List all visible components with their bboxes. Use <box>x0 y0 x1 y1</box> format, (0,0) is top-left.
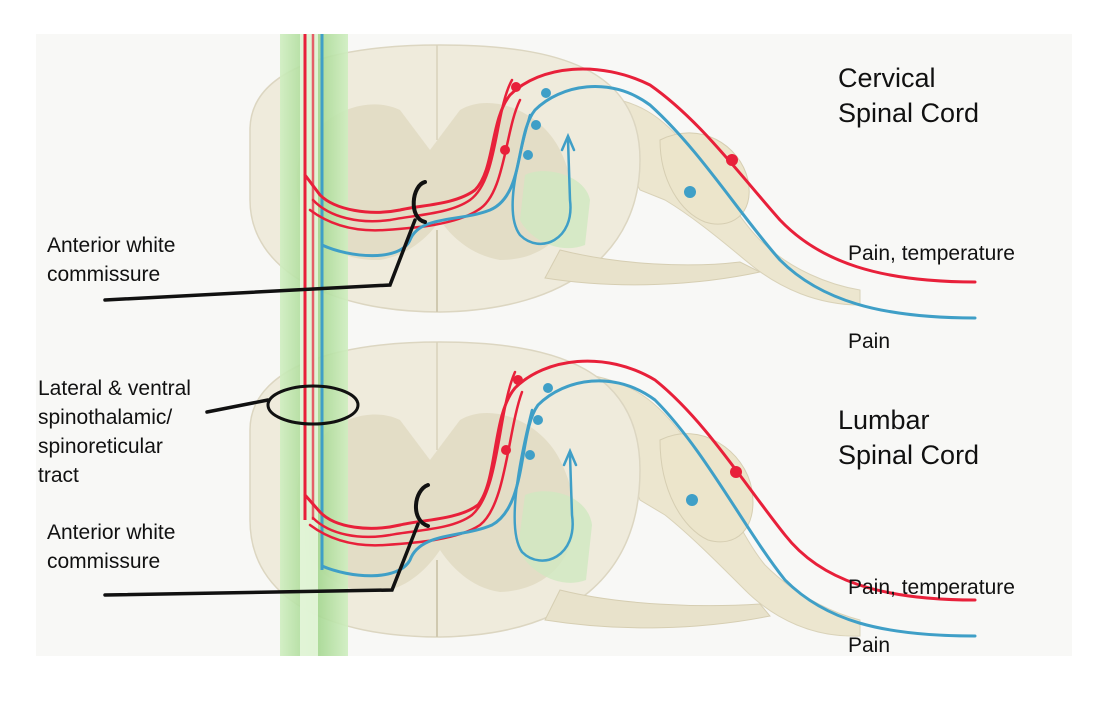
cervical-red-synapse-2 <box>500 145 510 155</box>
cervical-blue-loop <box>511 113 572 246</box>
cervical-fibers <box>303 67 977 320</box>
cervical-blue-arrow <box>560 132 576 152</box>
cervical-dorsal-root-ganglion <box>659 132 750 225</box>
upper-commissure-line2: commissure <box>47 263 161 286</box>
lumbar-ventral-root <box>544 589 771 629</box>
lumbar-red-fiber-1 <box>303 359 977 602</box>
lumbar-blue-arrow <box>562 447 578 467</box>
lumbar-title-line1: Lumbar <box>838 405 930 435</box>
tract-line3: spinoreticular <box>38 435 163 458</box>
cervical-blue-fiber <box>320 85 977 320</box>
ascending-tract-column <box>280 34 348 656</box>
lumbar-title-line2: Spinal Cord <box>838 440 980 470</box>
cervical-blue-synapse-3 <box>523 150 533 160</box>
cervical-red-fiber-2 <box>311 78 514 223</box>
lower-commissure-line1: Anterior white <box>47 521 176 544</box>
cervical-pain-temperature-label: Pain, temperature <box>848 242 1015 265</box>
lower-commissure-bracket <box>413 483 430 528</box>
tract-line2: spinothalamic/ <box>38 406 173 429</box>
cervical-blue-ganglion-cell <box>684 186 696 198</box>
tract-leader <box>205 398 270 414</box>
lumbar-fibers <box>303 359 977 638</box>
lumbar-blue-fiber <box>320 379 977 638</box>
cervical-ventral-root <box>544 249 762 286</box>
tract-highlight-ellipse <box>266 384 360 426</box>
lumbar-blue-synapse-2 <box>533 415 543 425</box>
lumbar-pain-label: Pain <box>848 634 891 657</box>
lower-commissure-leader <box>103 522 420 597</box>
upper-commissure-leader <box>103 218 417 302</box>
cervical-red-ganglion-cell <box>726 154 738 166</box>
lumbar-red-synapse-2 <box>501 445 511 455</box>
lumbar-blue-loop <box>513 408 574 562</box>
lumbar-red-ganglion-cell <box>730 466 742 478</box>
lumbar-gray-matter <box>296 413 575 593</box>
tract-line4: tract <box>38 464 79 487</box>
lumbar-blue-ganglion-cell <box>686 494 698 506</box>
lumbar-red-fiber-2 <box>311 370 517 539</box>
cervical-blue-synapse-2 <box>531 120 541 130</box>
upper-commissure-line1: Anterior white <box>47 234 176 257</box>
annotations <box>103 180 430 597</box>
cervical-pain-label: Pain <box>848 330 891 353</box>
tract-line1: Lateral & ventral <box>38 377 191 400</box>
lumbar-red-synapse-1 <box>513 375 523 385</box>
upper-commissure-bracket <box>411 180 427 224</box>
lumbar-blue-synapse-3 <box>525 450 535 460</box>
cervical-blue-synapse-1 <box>541 88 551 98</box>
lumbar-pain-temperature-label: Pain, temperature <box>848 576 1015 599</box>
tract-highlight-strip <box>300 34 318 656</box>
cervical-red-synapse-1 <box>511 82 521 92</box>
cervical-title-line1: Cervical <box>838 63 936 93</box>
lumbar-blue-synapse-1 <box>543 383 553 393</box>
cervical-red-fiber-1 <box>303 67 977 284</box>
cervical-title-line2: Spinal Cord <box>838 98 980 128</box>
cervical-horn-green-patch <box>520 171 590 249</box>
lower-commissure-line2: commissure <box>47 550 161 573</box>
